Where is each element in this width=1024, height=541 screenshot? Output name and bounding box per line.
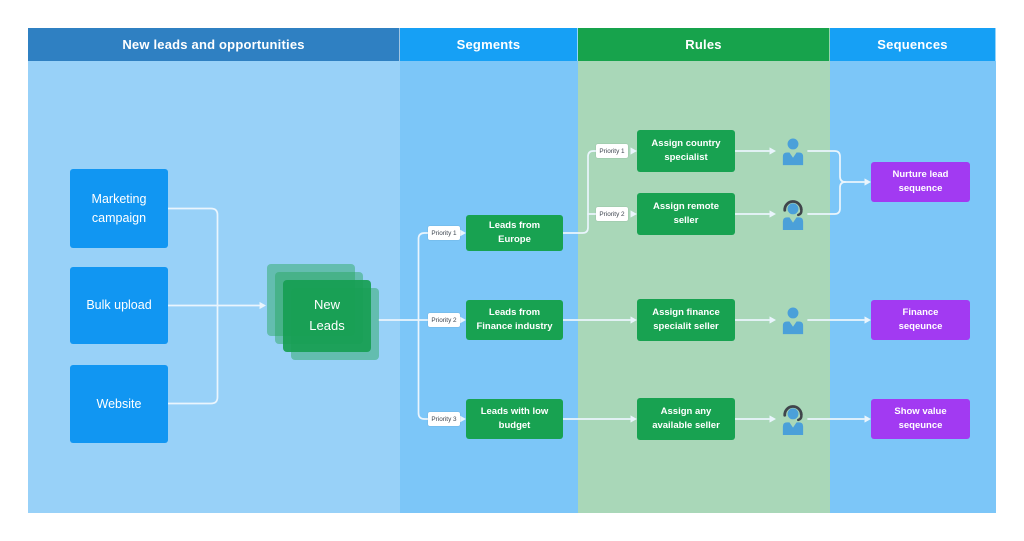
sequence-show-value: Show value seqeunce bbox=[871, 399, 970, 439]
person-icon bbox=[778, 305, 808, 335]
rule-assign-country-specialist: Assign country specialist bbox=[637, 130, 735, 172]
column-segments: Segments bbox=[400, 28, 578, 513]
column-header-sequences: Sequences bbox=[830, 28, 996, 61]
column-body-sequences bbox=[830, 61, 996, 513]
column-header-new-leads: New leads and opportunities bbox=[28, 28, 400, 61]
segment-priority-3-pill: Priority 3 bbox=[428, 412, 460, 426]
rule-assign-any-available: Assign any available seller bbox=[637, 398, 735, 440]
new-leads-node: New Leads bbox=[283, 280, 371, 352]
column-body-rules bbox=[578, 61, 830, 513]
sequence-finance: Finance seqeunce bbox=[871, 300, 970, 340]
source-bulk-upload: Bulk upload bbox=[70, 267, 168, 344]
sequence-nurture-lead: Nurture lead sequence bbox=[871, 162, 970, 202]
source-website: Website bbox=[70, 365, 168, 443]
segment-leads-from-finance: Leads from Finance industry bbox=[466, 300, 563, 340]
segment-leads-low-budget: Leads with low budget bbox=[466, 399, 563, 439]
segment-leads-from-europe: Leads from Europe bbox=[466, 215, 563, 251]
person-headset-icon bbox=[778, 197, 808, 231]
segment-priority-1-pill: Priority 1 bbox=[428, 226, 460, 240]
source-marketing-campaign: Marketing campaign bbox=[70, 169, 168, 248]
column-body-segments bbox=[400, 61, 578, 513]
rule-priority-2-pill: Priority 2 bbox=[596, 207, 628, 221]
column-header-segments: Segments bbox=[400, 28, 578, 61]
column-rules: Rules bbox=[578, 28, 830, 513]
segment-priority-2-pill: Priority 2 bbox=[428, 313, 460, 327]
person-headset-icon bbox=[778, 402, 808, 436]
rule-assign-remote-seller: Assign remote seller bbox=[637, 193, 735, 235]
column-header-rules: Rules bbox=[578, 28, 830, 61]
rule-priority-1-pill: Priority 1 bbox=[596, 144, 628, 158]
person-icon bbox=[778, 136, 808, 166]
rule-assign-finance-specialist: Assign finance specialit seller bbox=[637, 299, 735, 341]
column-sequences: Sequences bbox=[830, 28, 996, 513]
